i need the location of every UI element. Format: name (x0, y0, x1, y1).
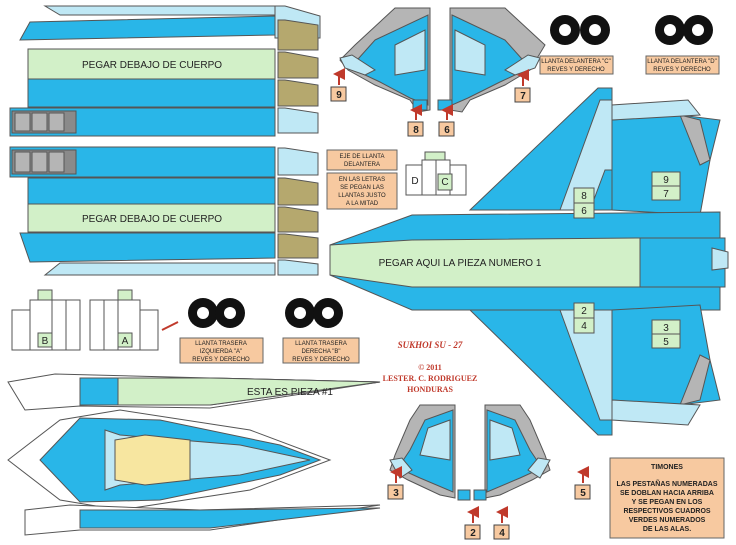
wheel-letter-b: B (42, 336, 49, 347)
tab-arrows (333, 68, 589, 523)
tab-5: 5 (580, 488, 586, 499)
country: HONDURAS (407, 385, 453, 394)
rear-wheel-b (285, 298, 343, 328)
note-texts: EJE DE LLANTA DELANTERA EN LAS LETRAS SE… (192, 59, 716, 363)
wheel-letter-c: C (441, 177, 448, 188)
author: LESTER. C. RODRIGUEZ (383, 374, 478, 383)
arrow-icon (161, 321, 179, 331)
front-wheel-housing (405, 151, 467, 196)
wheel-letter-d: D (411, 176, 418, 187)
nose-piece (7, 373, 381, 536)
tab-7: 7 (520, 91, 526, 102)
bottom-tail-fins (389, 404, 551, 501)
timones-line-6: DE LAS ALAS. (643, 526, 691, 533)
wheel-letter-a: A (122, 336, 129, 347)
note-front-axle-2: DELANTERA (344, 162, 380, 168)
note-front-d-1: LLANTA DELANTERA "D" (647, 59, 717, 65)
note-rear-b-1: LLANTA TRASERA (295, 341, 347, 347)
model-title: SUKHOI SU - 27 © 2011 LESTER. C. RODRIGU… (383, 340, 478, 394)
tab-2: 2 (470, 528, 476, 539)
copyright: © 2011 (418, 363, 442, 372)
timones-line-3: Y SE PEGAN EN LOS (632, 499, 703, 506)
note-front-d-2: REVES Y DERECHO (653, 67, 711, 73)
timones-note: TIMONES LAS PESTAÑAS NUMERADAS SE DOBLAN… (617, 464, 718, 533)
lower-body-piece (9, 146, 319, 276)
body-glue-label-bottom: PEGAR DEBAJO DE CUERPO (82, 214, 222, 225)
timones-line-1: LAS PESTAÑAS NUMERADAS (617, 479, 718, 488)
note-front-c-2: REVES Y DERECHO (547, 67, 605, 73)
note-letters-2: SE PEGAN LAS (340, 185, 384, 191)
note-front-axle-1: EJE DE LLANTA (340, 154, 385, 160)
tab-4: 4 (499, 528, 505, 539)
note-rear-a-3: REVES Y DERECHO (192, 357, 250, 363)
this-is-piece-1-label: ESTA ES PIEZA #1 (247, 387, 333, 398)
note-letters-4: A LA MITAD (346, 201, 379, 207)
upper-body-piece (9, 5, 321, 137)
note-rear-b-2: DERECHA "B" (302, 349, 341, 355)
tab-numbers: 9 7 8 6 3 5 2 4 (336, 90, 586, 539)
wing-sq-2: 2 (581, 306, 587, 317)
main-wing (329, 87, 729, 436)
note-rear-b-3: REVES Y DERECHO (292, 357, 350, 363)
tab-8: 8 (413, 125, 419, 136)
timones-title: TIMONES (651, 464, 683, 471)
body-glue-label-top: PEGAR DEBAJO DE CUERPO (82, 60, 222, 71)
note-rear-a-2: IZQUIERDA "A" (200, 349, 242, 355)
wing-sq-3: 3 (663, 323, 669, 334)
wing-sq-8: 8 (581, 191, 587, 202)
tab-3: 3 (393, 488, 399, 499)
wing-square-numbers: 8 6 9 7 2 4 3 5 (581, 175, 669, 348)
wing-sq-6: 6 (581, 206, 587, 217)
rear-wheel-housings (11, 289, 159, 351)
rear-wheel-a (188, 298, 245, 328)
tab-boxes (330, 86, 591, 540)
note-rear-a-1: LLANTA TRASERA (195, 341, 247, 347)
glue-piece-1-label: PEGAR AQUI LA PIEZA NUMERO 1 (379, 258, 542, 269)
timones-line-4: RESPECTIVOS CUADROS (623, 508, 710, 515)
wing-sq-5: 5 (663, 337, 669, 348)
front-wheel-d (655, 15, 713, 45)
wing-sq-9: 9 (663, 175, 669, 186)
top-tail-fins (339, 7, 546, 113)
timones-line-2: SE DOBLAN HACIA ARRIBA (620, 490, 714, 497)
wing-sq-7: 7 (663, 189, 669, 200)
wing-sq-4: 4 (581, 321, 587, 332)
wheels (188, 15, 713, 328)
note-boxes (179, 55, 725, 539)
tab-6: 6 (444, 125, 450, 136)
note-front-c-1: LLANTA DELANTERA "C" (541, 59, 611, 65)
note-letters-3: LLANTAS JUSTO (338, 193, 386, 199)
note-letters-1: EN LAS LETRAS (339, 177, 385, 183)
tab-9: 9 (336, 90, 342, 101)
model-name: SUKHOI SU - 27 (398, 340, 463, 350)
timones-line-5: VERDES NUMERADOS (629, 517, 706, 524)
front-wheel-c (550, 15, 610, 45)
